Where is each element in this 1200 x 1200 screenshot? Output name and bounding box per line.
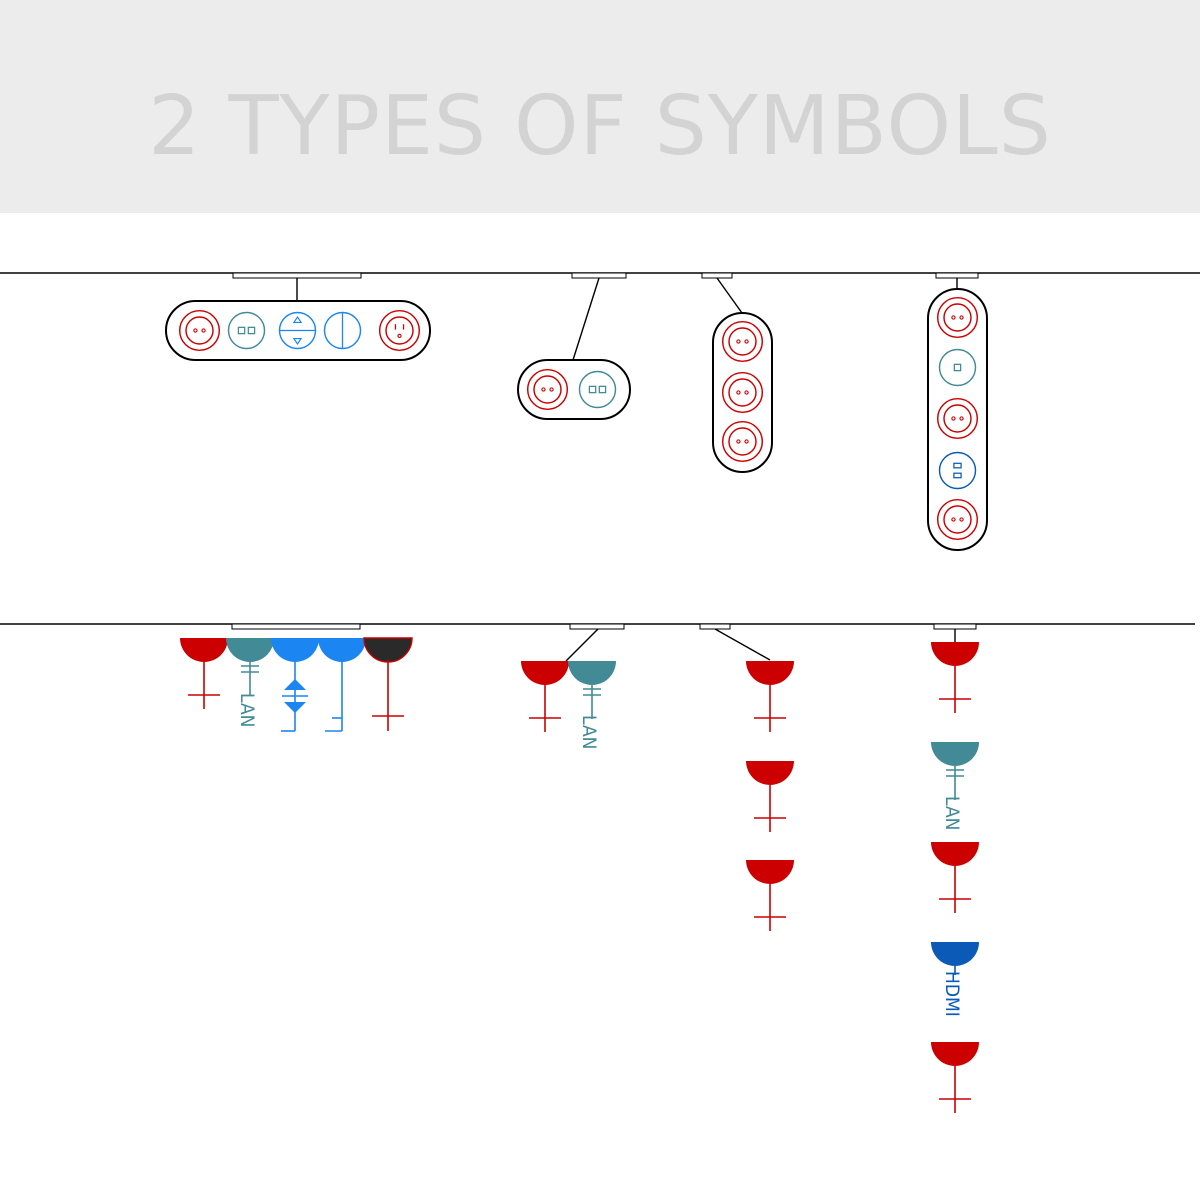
us-power-socket-icon [378, 309, 421, 352]
switch-symbol-icon [318, 638, 366, 662]
plan-view [0, 272, 1200, 551]
title-banner: 2 TYPES OF SYMBOLS [0, 0, 1200, 213]
switch-icon [323, 311, 362, 350]
power-socket-icon [936, 498, 979, 541]
power-symbol-icon [745, 760, 795, 833]
power-symbol-icon [930, 841, 980, 914]
lan-symbol-icon [930, 741, 980, 801]
power-symbol-icon [930, 1041, 980, 1114]
power-symbol-icon [745, 859, 795, 932]
plate-group-2 [517, 272, 631, 420]
hdmi-socket-icon [938, 451, 977, 490]
power-socket-icon [721, 371, 764, 414]
dark-socket-symbol-icon [363, 637, 413, 663]
blind-control-icon [278, 311, 317, 350]
symbols-group-3 [699, 623, 795, 932]
schematic-view: LAN LAN [0, 623, 1195, 1114]
power-symbol-icon [520, 660, 570, 733]
lan-socket-icon [578, 370, 617, 409]
blind-control-symbol-icon [271, 638, 319, 662]
power-socket-icon [936, 296, 979, 339]
power-socket-icon [721, 420, 764, 463]
lan-label: LAN [236, 693, 258, 727]
lan-socket-icon [938, 348, 977, 387]
power-socket-icon [936, 397, 979, 440]
power-socket-icon [178, 309, 221, 352]
plate-group-1 [165, 272, 431, 361]
plate-group-3 [701, 272, 773, 473]
lan-label: LAN [941, 796, 963, 830]
power-socket-icon [721, 320, 764, 363]
lan-socket-icon [227, 311, 266, 350]
plate-group-4 [927, 272, 988, 551]
lan-symbol-icon [567, 660, 617, 720]
symbols-group-1: LAN [179, 623, 413, 732]
lan-symbol-icon [225, 637, 275, 697]
power-symbol-icon [745, 660, 795, 733]
lan-label: LAN [578, 715, 600, 749]
power-socket-icon [526, 368, 569, 411]
symbols-group-4: LAN HDMI [930, 623, 980, 1114]
power-symbol-icon [930, 641, 980, 714]
hdmi-label: HDMI [941, 971, 963, 1017]
symbols-group-2: LAN [520, 623, 625, 749]
banner-title: 2 TYPES OF SYMBOLS [148, 79, 1052, 174]
power-symbol-icon [179, 637, 229, 710]
